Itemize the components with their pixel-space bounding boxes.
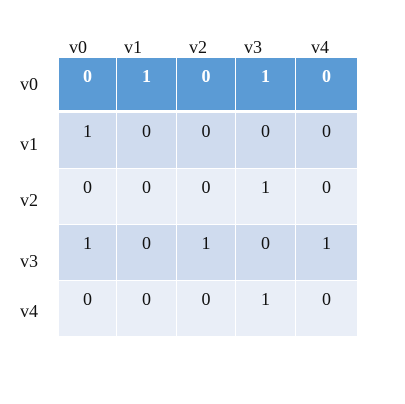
matrix-cell-v3-v0: 1 (59, 225, 117, 281)
matrix-cell-v2-v2: 0 (177, 169, 236, 225)
matrix-cell-v2-v0: 0 (59, 169, 117, 225)
matrix-cell-v1-v1: 0 (117, 113, 177, 169)
matrix-cell-v1-v2: 0 (177, 113, 236, 169)
row-header-v4: v4 (20, 301, 38, 321)
matrix-cell-v4-v2: 0 (177, 281, 236, 337)
matrix-cell-v0-v3: 1 (236, 58, 296, 113)
matrix-cell-v3-v3: 0 (236, 225, 296, 281)
matrix-cell-v2-v1: 0 (117, 169, 177, 225)
row-header-v3: v3 (20, 251, 38, 271)
column-header-v2: v2 (189, 37, 207, 57)
matrix-cell-v0-v2: 0 (177, 58, 236, 113)
row-header-v1: v1 (20, 134, 38, 154)
matrix-cell-v2-v3: 1 (236, 169, 296, 225)
column-header-v1: v1 (124, 37, 142, 57)
matrix-cell-v1-v3: 0 (236, 113, 296, 169)
matrix-cell-v0-v1: 1 (117, 58, 177, 113)
column-header-v0: v0 (69, 37, 87, 57)
row-header-v0: v0 (20, 74, 38, 94)
adjacency-matrix: 0 1 0 1 0 1 0 0 0 0 0 0 0 1 0 1 0 1 0 1 … (59, 58, 357, 339)
matrix-cell-v4-v3: 1 (236, 281, 296, 337)
matrix-cell-v0-v4: 0 (296, 58, 357, 113)
column-header-v3: v3 (244, 37, 262, 57)
row-header-v2: v2 (20, 190, 38, 210)
matrix-cell-v3-v4: 1 (296, 225, 357, 281)
column-header-v4: v4 (311, 37, 329, 57)
matrix-cell-v4-v4: 0 (296, 281, 357, 337)
matrix-cell-v4-v0: 0 (59, 281, 117, 337)
matrix-cell-v3-v2: 1 (177, 225, 236, 281)
matrix-cell-v2-v4: 0 (296, 169, 357, 225)
matrix-cell-v3-v1: 0 (117, 225, 177, 281)
matrix-cell-v1-v4: 0 (296, 113, 357, 169)
matrix-cell-v1-v0: 1 (59, 113, 117, 169)
matrix-cell-v0-v0: 0 (59, 58, 117, 113)
matrix-cell-v4-v1: 0 (117, 281, 177, 337)
